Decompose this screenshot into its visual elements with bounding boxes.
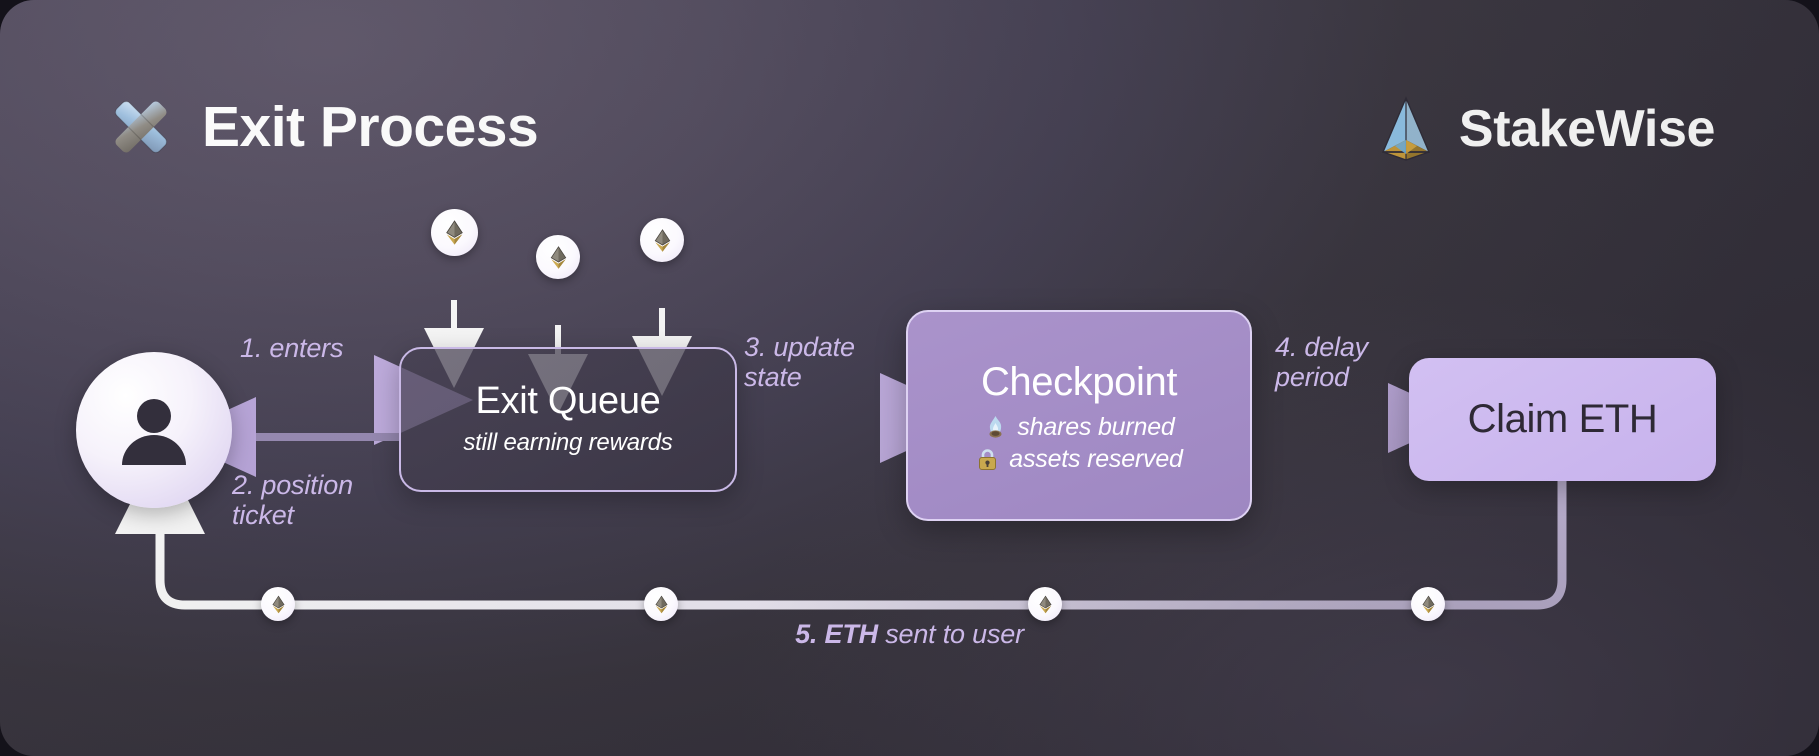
node-exit-queue[interactable]: Exit Queue still earning rewards bbox=[399, 347, 737, 492]
stakewise-pyramid-logo bbox=[1375, 96, 1437, 162]
checkpoint-line-shares: shares burned bbox=[983, 411, 1175, 444]
ethereum-icon bbox=[430, 208, 478, 256]
node-claim-eth[interactable]: Claim ETH bbox=[1409, 358, 1716, 481]
exit-queue-title: Exit Queue bbox=[475, 380, 661, 423]
step-label-1: 1. enters bbox=[240, 333, 344, 363]
person-icon bbox=[113, 389, 195, 471]
step-label-2: 2. position ticket bbox=[232, 470, 353, 531]
ethereum-icon bbox=[644, 587, 678, 621]
page-title: Exit Process bbox=[202, 95, 539, 159]
step-label-4: 4. delay period bbox=[1275, 332, 1368, 393]
lock-emoji bbox=[975, 447, 1000, 472]
ethereum-icon bbox=[640, 218, 684, 262]
checkpoint-line-assets: assets reserved bbox=[975, 443, 1183, 476]
exit-queue-subtitle: still earning rewards bbox=[463, 428, 673, 456]
step-5-rest: sent to user bbox=[877, 619, 1024, 649]
ethereum-icon bbox=[1028, 587, 1062, 621]
checkpoint-shares-text: shares burned bbox=[1017, 412, 1175, 441]
step-5-bold: 5. ETH bbox=[795, 619, 878, 649]
checkpoint-title: Checkpoint bbox=[980, 359, 1178, 404]
step-label-3: 3. update state bbox=[744, 332, 855, 393]
ethereum-icon bbox=[536, 235, 580, 279]
node-checkpoint[interactable]: Checkpoint shares burned bbox=[906, 310, 1252, 521]
ethereum-icon bbox=[261, 587, 295, 621]
header-right: StakeWise bbox=[1375, 96, 1715, 162]
checkpoint-assets-text: assets reserved bbox=[1009, 445, 1183, 473]
step-label-5: 5. ETH sent to user bbox=[0, 619, 1819, 650]
ethereum-icon bbox=[1411, 587, 1445, 621]
brand-name: StakeWise bbox=[1458, 100, 1715, 158]
user-avatar[interactable] bbox=[76, 352, 232, 508]
fire-emoji bbox=[983, 414, 1008, 439]
claim-eth-title: Claim ETH bbox=[1467, 397, 1658, 441]
x-cross-icon bbox=[106, 92, 176, 162]
header-left: Exit Process bbox=[106, 92, 539, 162]
